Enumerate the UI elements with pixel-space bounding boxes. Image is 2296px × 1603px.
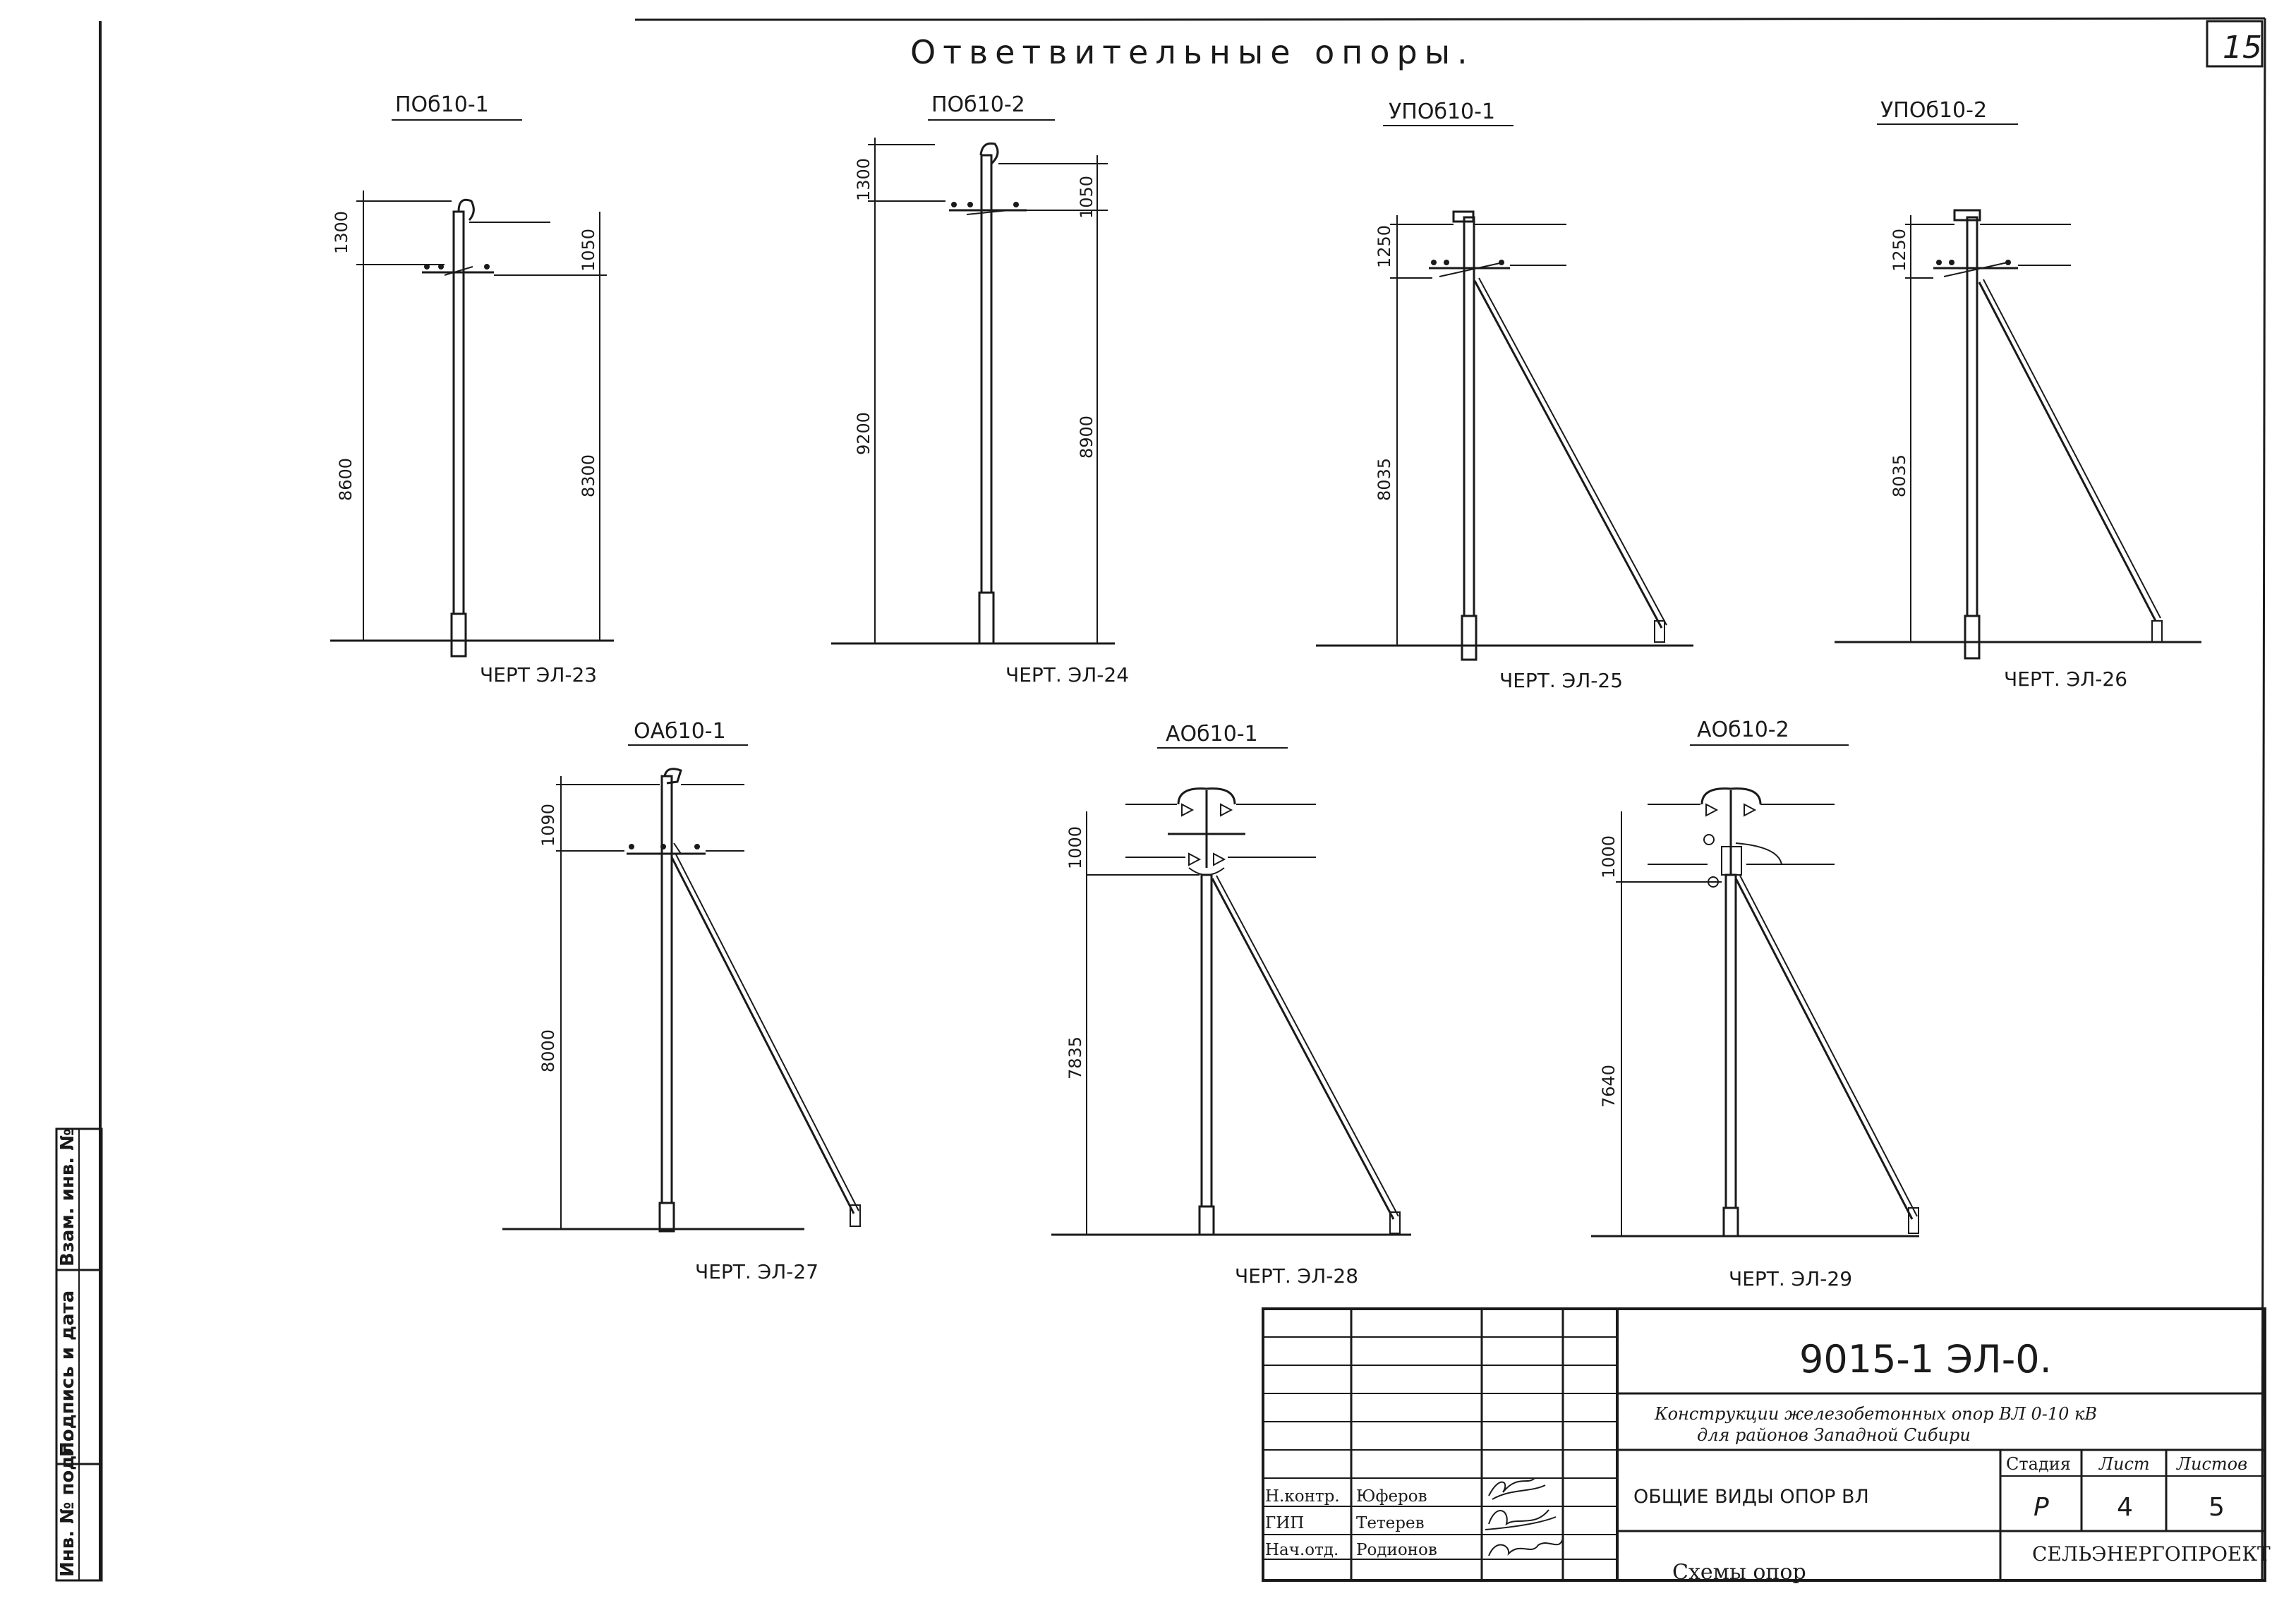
name-nkontr: Юферов [1356, 1487, 1427, 1506]
sheet-header: Лист [2098, 1454, 2150, 1474]
pole-p2: ПОб10-2 1300 9200 1050 8900 ЧЕРТ. ЭЛ-24 [831, 92, 1129, 686]
pole-p4-label: УПОб10-2 [1880, 98, 1987, 123]
pole-p5-dim-left: 8000 [538, 1029, 558, 1072]
pole-p7-caption: ЧЕРТ. ЭЛ-29 [1729, 1267, 1852, 1290]
stage-value: Р [2034, 1493, 2049, 1522]
pole-p3-dim-top: 1250 [1374, 225, 1394, 268]
pole-p5: ОАб10-1 1090 8000 ЧЕРТ. ЭЛ-27 [502, 719, 861, 1283]
pole-p3-caption: ЧЕРТ. ЭЛ-25 [1499, 669, 1623, 692]
pole-p5-label: ОАб10-1 [634, 719, 726, 744]
title-block: 9015-1 ЭЛ-0. Конструкции железобетонных … [1262, 1307, 2271, 1585]
title-block-project-line2: для районов Западной Сибири [1697, 1425, 1971, 1445]
pole-p7: АОб10-2 1000 7640 ЧЕРТ. ЭЛ-29 [1591, 718, 1919, 1290]
signature-2 [1485, 1509, 1557, 1530]
signature-3 [1488, 1537, 1564, 1556]
pole-p1-dim-left: 8600 [336, 458, 356, 501]
pole-p3: УПОб10-1 1250 8035 ЧЕРТ. ЭЛ-25 [1316, 99, 1693, 692]
pole-p7-dim-top: 1000 [1599, 835, 1619, 878]
title-block-sheet-name: ОБЩИЕ ВИДЫ ОПОР ВЛ [1633, 1486, 1869, 1508]
pole-p2-dim-cross: 1050 [1077, 176, 1096, 219]
margin-stamp: Инв. № подл. Подпись и дата Взам. инв. № [55, 1127, 103, 1582]
pole-p7-label: АОб10-2 [1697, 718, 1789, 742]
stage-header: Стадия [2006, 1454, 2071, 1474]
pole-p4-dim-top: 1250 [1890, 229, 1909, 272]
pole-p1: ПОб10-1 1300 8600 1050 8300 ЧЕРТ ЭЛ-23 [330, 92, 614, 686]
stamp-sign-label: Подпись и дата [57, 1290, 78, 1457]
pole-p4-dim-left: 8035 [1890, 454, 1909, 497]
pole-p5-dim-top: 1090 [538, 804, 558, 847]
sheet-number: 15 [2223, 30, 2262, 66]
pole-p1-caption: ЧЕРТ ЭЛ-23 [480, 663, 597, 686]
pole-p3-label: УПОб10-1 [1389, 99, 1495, 124]
sheet-value: 4 [2117, 1493, 2133, 1522]
pole-p1-dim-right: 8300 [579, 454, 598, 497]
role-nachotd: Нач.отд. [1265, 1541, 1339, 1559]
stamp-replace-label: Взам. инв. № [57, 1129, 78, 1267]
pole-p2-dim-left: 9200 [854, 412, 874, 455]
pole-p2-dim-top: 1300 [854, 158, 874, 201]
pole-p6-caption: ЧЕРТ. ЭЛ-28 [1235, 1264, 1358, 1288]
role-nkontr: Н.контр. [1265, 1487, 1340, 1506]
pole-p6-dim-left: 7835 [1065, 1036, 1085, 1079]
name-nachotd: Родионов [1356, 1541, 1437, 1559]
pole-p7-dim-left: 7640 [1599, 1065, 1619, 1108]
sheet-title: Ответвительные опоры. [910, 33, 1475, 71]
pole-p2-label: ПОб10-2 [931, 92, 1025, 117]
role-gip: ГИП [1265, 1514, 1304, 1532]
pole-p5-caption: ЧЕРТ. ЭЛ-27 [695, 1260, 818, 1283]
pole-p1-dim-cross: 1050 [579, 229, 598, 272]
pole-p1-label: ПОб10-1 [395, 92, 489, 117]
pole-p4: УПОб10-2 1250 8035 ЧЕРТ. ЭЛ-26 [1835, 98, 2201, 691]
sheet-frame [99, 17, 2266, 1581]
organization-name: СЕЛЬЭНЕРГОПРОЕКТ [2032, 1542, 2271, 1566]
pole-p6: АОб10-1 1000 7835 ЧЕРТ. ЭЛ-28 [1051, 722, 1411, 1288]
sheets-header: Листов [2176, 1454, 2247, 1474]
pole-p6-label: АОб10-1 [1166, 722, 1258, 746]
sheets-value: 5 [2209, 1493, 2225, 1522]
pole-p1-dim-top: 1300 [332, 211, 351, 254]
pole-p3-dim-left: 8035 [1374, 458, 1394, 501]
pole-p2-dim-right: 8900 [1077, 416, 1096, 459]
pole-p2-caption: ЧЕРТ. ЭЛ-24 [1005, 663, 1129, 686]
name-gip: Тетерев [1356, 1514, 1425, 1532]
title-block-sheet-subtitle: Схемы опор [1672, 1560, 1806, 1585]
signature-1 [1488, 1477, 1546, 1500]
stamp-inv-label: Инв. № подл. [57, 1435, 78, 1577]
title-block-code: 9015-1 ЭЛ-0. [1799, 1337, 2052, 1381]
pole-p6-dim-top: 1000 [1065, 826, 1085, 869]
pole-p4-caption: ЧЕРТ. ЭЛ-26 [2004, 667, 2127, 691]
title-block-project-line1: Конструкции железобетонных опор ВЛ 0-10 … [1654, 1404, 2097, 1424]
